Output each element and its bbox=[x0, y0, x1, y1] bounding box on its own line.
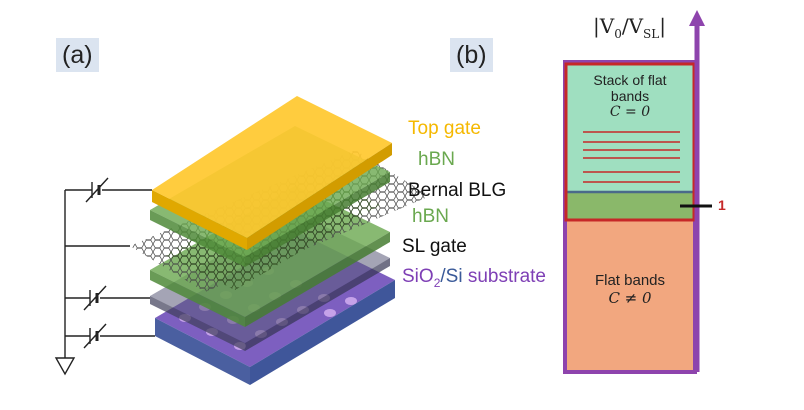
label-top-gate: Top gate bbox=[408, 118, 481, 139]
label-hbn-upper: hBN bbox=[418, 149, 455, 170]
stack-label: Stack of flat bands C = 0 bbox=[567, 72, 693, 120]
flat-chern: C ≠ 0 bbox=[608, 289, 652, 307]
label-substrate: SiO2/Si substrate bbox=[402, 266, 546, 290]
panel-b-tag: (b) bbox=[450, 38, 493, 72]
axis-label: |V0/VSL| bbox=[593, 14, 666, 41]
stack-region bbox=[567, 64, 693, 192]
flat-band-strip bbox=[567, 192, 693, 220]
tick-label: 1 bbox=[718, 197, 726, 213]
flat-bands-label: Flat bands C ≠ 0 bbox=[567, 272, 693, 307]
band-diagram bbox=[563, 10, 712, 374]
label-sl-gate: SL gate bbox=[402, 236, 467, 257]
label-bernal-blg: Bernal BLG bbox=[408, 180, 507, 201]
gate-circuit bbox=[54, 177, 155, 376]
band-lines bbox=[583, 131, 680, 183]
stack-frame bbox=[564, 62, 696, 222]
axis-arrowhead bbox=[689, 10, 705, 26]
stack-chern: C = 0 bbox=[609, 104, 651, 120]
label-hbn-lower: hBN bbox=[412, 206, 449, 227]
panel-a-tag: (a) bbox=[56, 38, 99, 72]
top-gate-layer bbox=[152, 96, 392, 250]
